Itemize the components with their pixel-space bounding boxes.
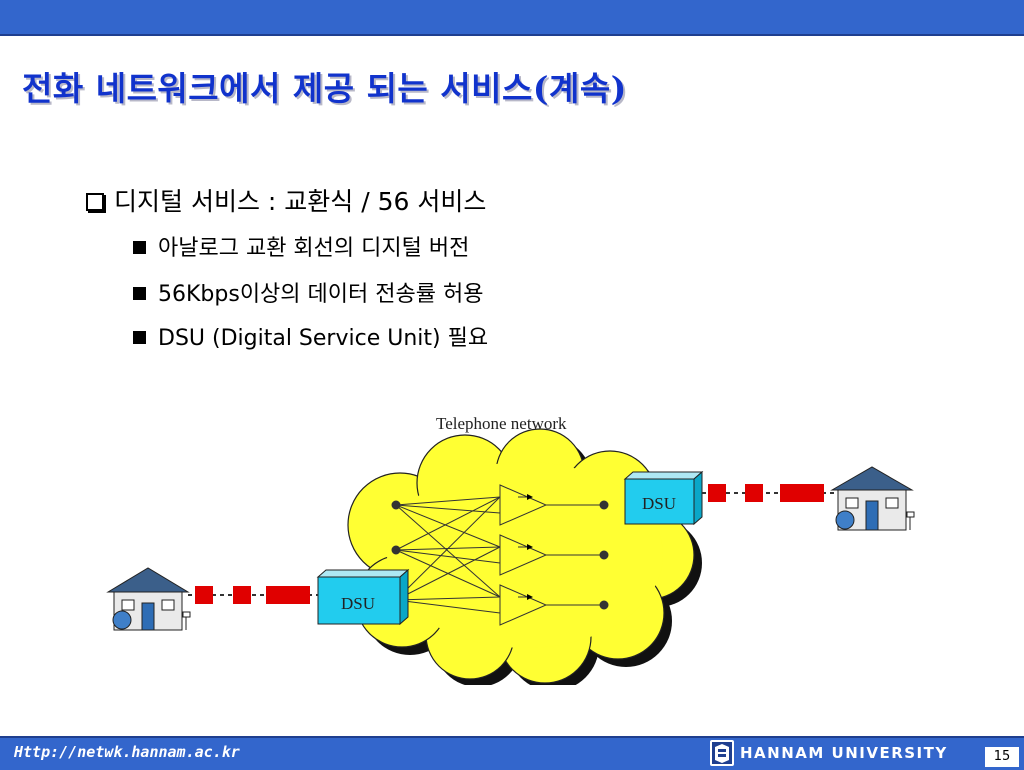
dsu-left-label: DSU bbox=[341, 594, 375, 613]
main-bullet: 디지털 서비스 : 교환식 / 56 서비스 bbox=[86, 182, 486, 218]
page-number: 15 bbox=[985, 747, 1019, 767]
dsu-right-label: DSU bbox=[642, 494, 676, 513]
digital-line-right bbox=[702, 484, 840, 502]
sub-bullet: 아날로그 교환 회선의 디지털 버전 bbox=[133, 230, 469, 262]
square-bullet-icon bbox=[133, 331, 146, 344]
sub-bullet: 56Kbps이상의 데이터 전송률 허용 bbox=[133, 276, 483, 308]
house-right-icon bbox=[830, 466, 915, 531]
footer-bar: Http://netwk.hannam.ac.kr HANNAM UNIVERS… bbox=[0, 736, 1024, 770]
checkbox-bullet-icon bbox=[86, 193, 104, 211]
university-name: HANNAM UNIVERSITY bbox=[740, 744, 948, 762]
dsu-right: DSU bbox=[623, 470, 704, 526]
digital-line-left bbox=[188, 586, 318, 604]
dsu-left: DSU bbox=[316, 568, 410, 626]
sub-bullet-text: 아날로그 교환 회선의 디지털 버전 bbox=[158, 236, 470, 261]
header-bar bbox=[0, 0, 1024, 36]
sub-bullet: DSU (Digital Service Unit) 필요 bbox=[133, 320, 488, 352]
sub-bullet-text: 56Kbps이상의 데이터 전송률 허용 bbox=[158, 282, 484, 307]
switch-fabric bbox=[391, 484, 609, 626]
slide-title: 전화 네트워크에서 제공 되는 서비스(계속) bbox=[22, 69, 627, 108]
footer-url-link[interactable]: Http://netwk.hannam.ac.kr bbox=[14, 743, 240, 761]
square-bullet-icon bbox=[133, 241, 146, 254]
main-bullet-text: 디지털 서비스 : 교환식 / 56 서비스 bbox=[114, 187, 487, 216]
telephone-network-diagram: Telephone network bbox=[106, 414, 915, 685]
square-bullet-icon bbox=[133, 287, 146, 300]
university-logo-icon bbox=[710, 740, 734, 766]
network-label: Telephone network bbox=[436, 414, 567, 433]
house-left-icon bbox=[106, 567, 191, 631]
sub-bullet-text: DSU (Digital Service Unit) 필요 bbox=[158, 326, 489, 351]
